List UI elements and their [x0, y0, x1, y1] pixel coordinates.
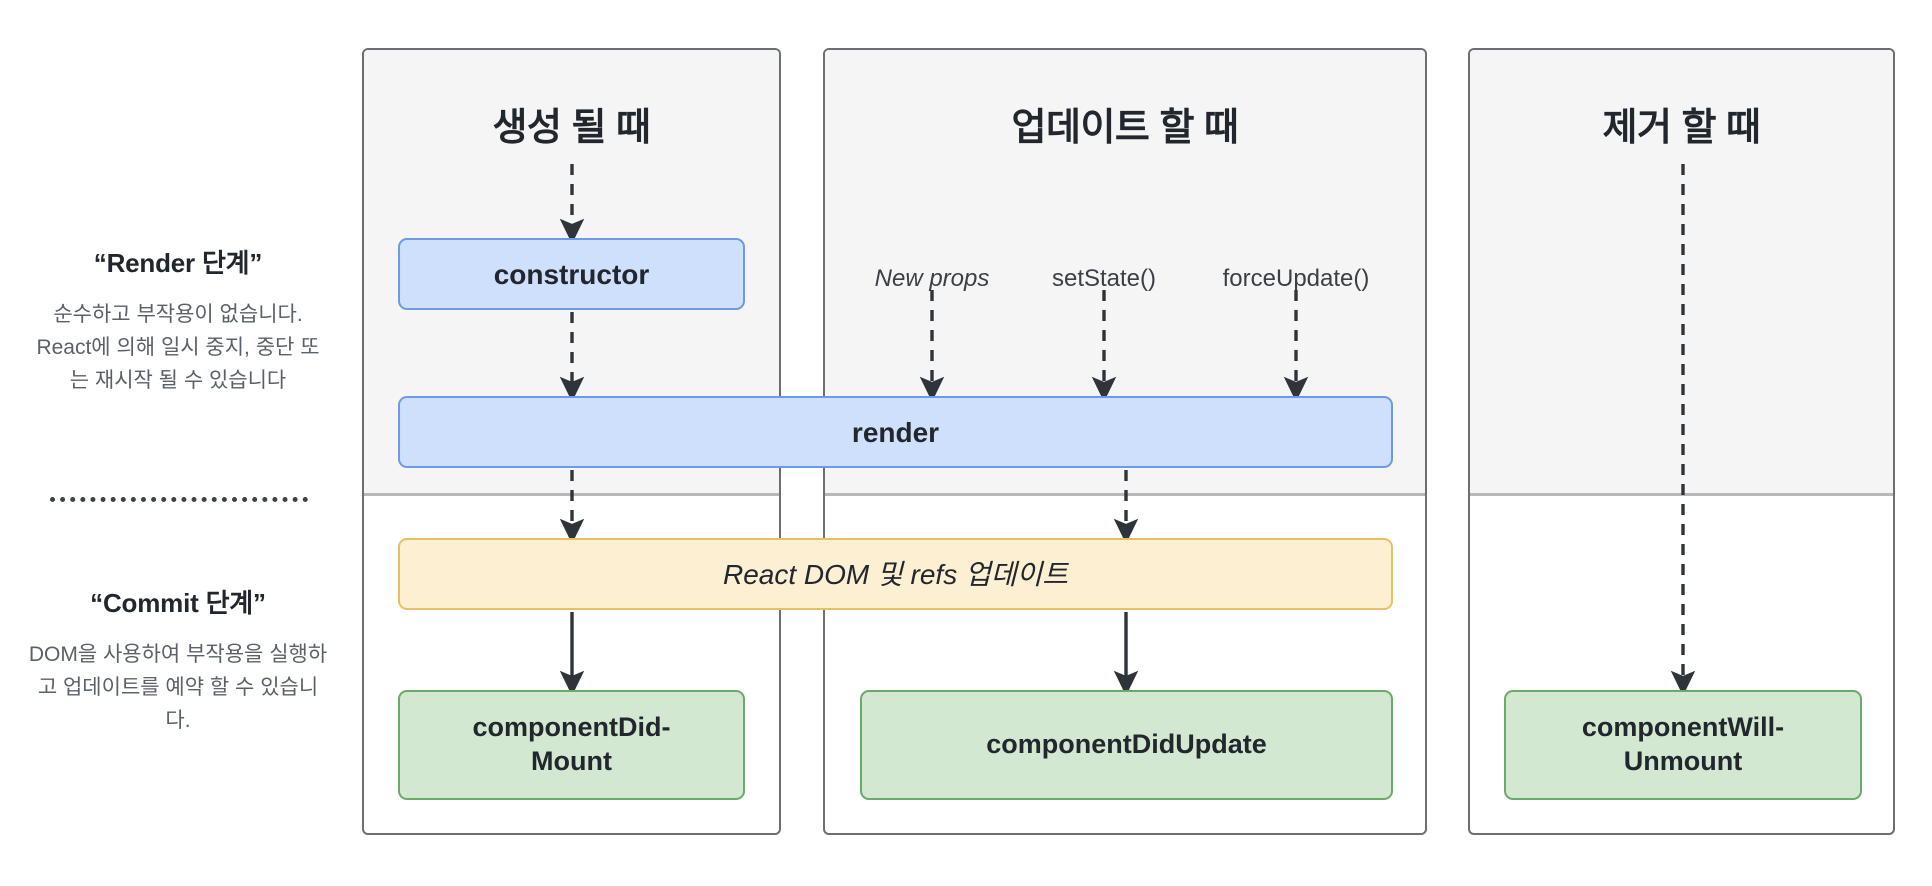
trigger-label-set-state: setState()	[1051, 265, 1157, 292]
column-heading-updating: 업데이트 할 때	[1011, 107, 1239, 149]
legend-divider	[50, 497, 308, 502]
legend-render-phase: “Render 단계” 순수하고 부작용이 없습니다. React에 의해 일시…	[28, 243, 328, 398]
node-react-dom-and-refs-update[interactable]: React DOM 및 refs 업데이트	[398, 538, 1393, 610]
column-heading-mounting: 생성 될 때	[492, 107, 651, 149]
legend-commit-phase-title: “Commit 단계”	[90, 588, 266, 618]
legend-commit-phase: “Commit 단계” DOM을 사용하여 부작용을 실행하고 업데이트를 예약…	[28, 583, 328, 738]
column-heading-unmounting: 제거 할 때	[1602, 107, 1761, 149]
node-render[interactable]: render	[398, 396, 1393, 468]
legend-commit-phase-description: DOM을 사용하여 부작용을 실행하고 업데이트를 예약 할 수 있습니다.	[28, 643, 328, 733]
legend-render-phase-title: “Render 단계”	[93, 248, 263, 278]
legend-render-phase-description: 순수하고 부작용이 없습니다. React에 의해 일시 중지, 중단 또는 재…	[36, 303, 320, 393]
trigger-label-force-update: forceUpdate()	[1222, 265, 1370, 292]
phase-legend: “Render 단계” 순수하고 부작용이 없습니다. React에 의해 일시…	[28, 0, 328, 886]
node-component-did-update[interactable]: componentDidUpdate	[860, 690, 1393, 800]
node-component-will-unmount[interactable]: componentWill-Unmount	[1504, 690, 1862, 800]
trigger-label-new-props: New props	[874, 265, 990, 292]
node-constructor[interactable]: constructor	[398, 238, 745, 310]
node-component-did-mount[interactable]: componentDid-Mount	[398, 690, 745, 800]
